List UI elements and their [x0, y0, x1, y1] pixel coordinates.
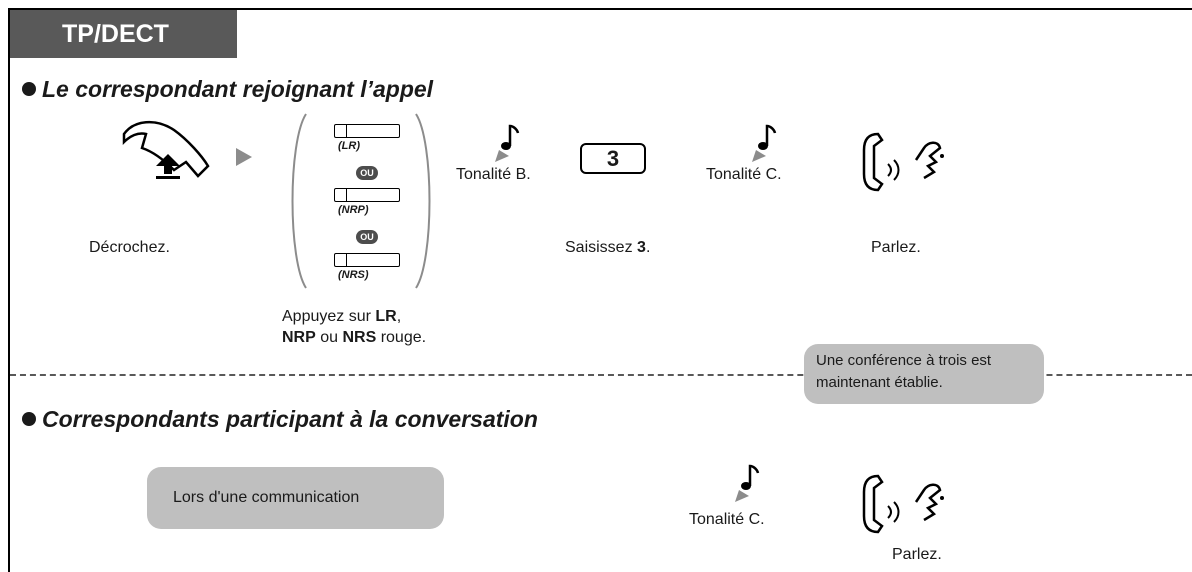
page-frame — [8, 8, 1192, 572]
section-title-participants: Correspondants participant à la conversa… — [22, 406, 538, 433]
button-label-nrs: (NRS) — [338, 269, 369, 281]
line-button-nrp[interactable] — [334, 188, 400, 202]
tone-note-icon — [735, 464, 760, 502]
talk-label-2: Parlez. — [892, 546, 942, 563]
section-divider — [10, 374, 1192, 376]
button-label-lr: (LR) — [338, 140, 360, 152]
talking-person-icon — [862, 474, 944, 534]
arrow-right-icon — [236, 148, 252, 166]
conference-note-line1: Une conférence à trois est — [816, 352, 992, 369]
right-parenthesis — [415, 113, 431, 289]
section-title-joining: Le correspondant rejoignant l’appel — [22, 76, 433, 103]
dial-key-3[interactable]: 3 — [580, 143, 646, 174]
left-parenthesis — [291, 113, 307, 289]
bullet-icon — [22, 412, 36, 426]
tone-note-icon — [752, 124, 777, 162]
bullet-icon — [22, 82, 36, 96]
conference-note: Une conférence à trois est maintenant ét… — [804, 344, 1044, 404]
press-instruction-line1: Appuyez sur LR, — [282, 308, 402, 325]
tone-note-icon — [495, 124, 520, 162]
line-button-nrs[interactable] — [334, 253, 400, 267]
tone-c-label: Tonalité C. — [706, 166, 782, 183]
tone-b-label: Tonalité B. — [456, 166, 531, 183]
section-title-text: Correspondants participant à la conversa… — [42, 406, 538, 432]
tone-c-label-2: Tonalité C. — [689, 511, 765, 528]
conference-note-line2: maintenant établie. — [816, 374, 943, 391]
dial-instruction: Saisissez 3. — [565, 239, 651, 256]
section-title-text: Le correspondant rejoignant l’appel — [42, 76, 434, 102]
step-offhook-label: Décrochez. — [89, 239, 170, 256]
or-badge: OU — [356, 166, 378, 180]
talk-label: Parlez. — [871, 239, 921, 256]
press-instruction-line2: NRP ou NRS rouge. — [282, 329, 427, 346]
during-call-label: Lors d'une communication — [147, 467, 444, 529]
button-label-nrp: (NRP) — [338, 204, 369, 216]
talking-person-icon — [862, 132, 944, 192]
or-badge: OU — [356, 230, 378, 244]
handset-offhook-icon — [122, 121, 210, 179]
line-button-lr[interactable] — [334, 124, 400, 138]
device-tab-label: TP/DECT — [10, 10, 237, 58]
